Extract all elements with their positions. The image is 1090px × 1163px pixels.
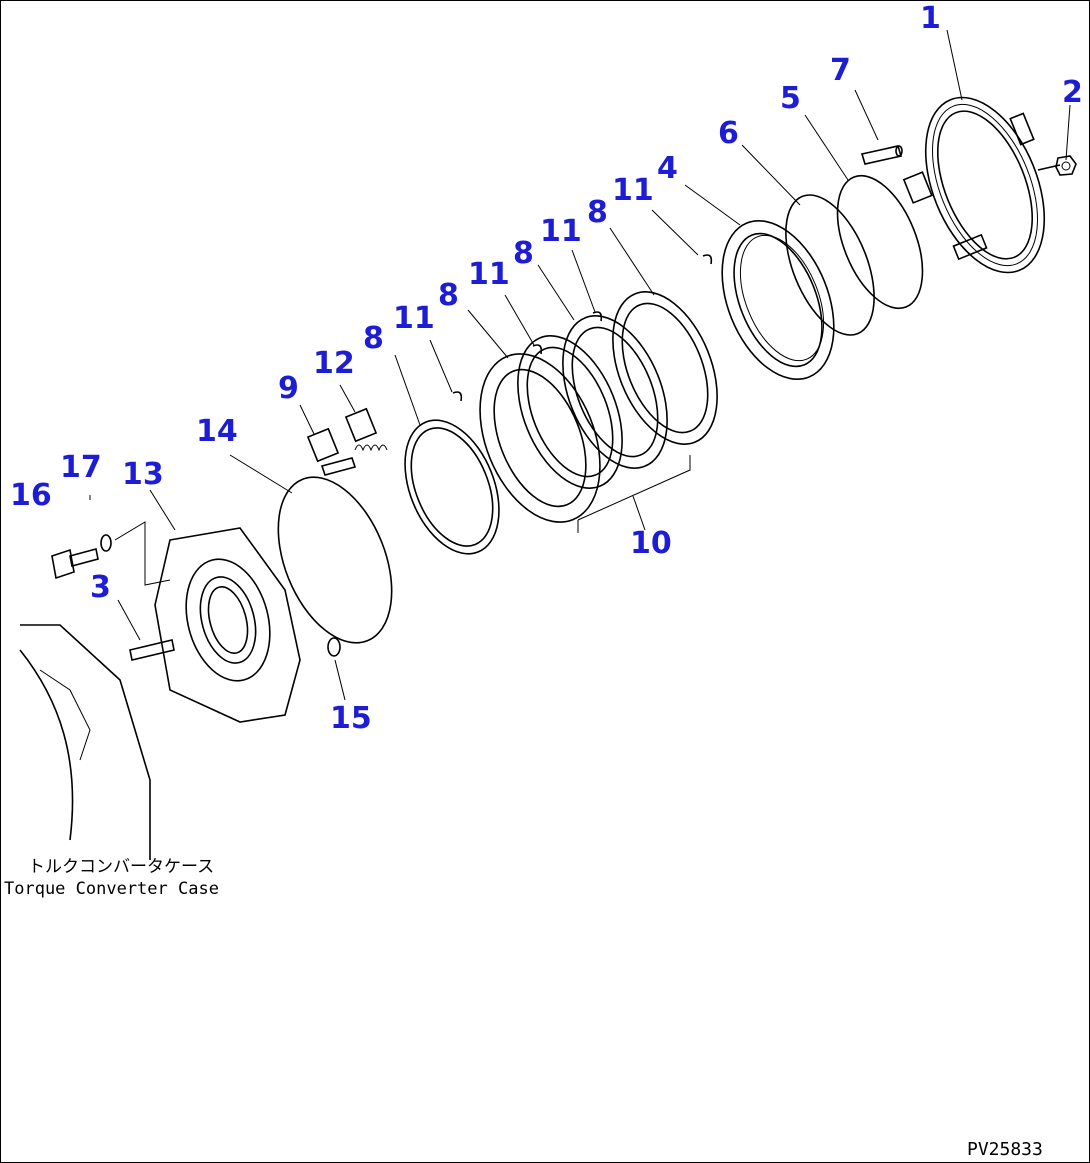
callout-7: 7 <box>830 53 851 88</box>
part-11-clip-a <box>702 254 713 265</box>
part-7-pin <box>860 145 903 165</box>
callout-1: 1 <box>920 1 941 36</box>
callout-5: 5 <box>780 81 801 116</box>
part-11-clip-d <box>452 391 463 402</box>
callout-17: 17 <box>60 450 102 485</box>
part-2-bolt <box>1037 155 1077 176</box>
callout-2: 2 <box>1062 75 1083 110</box>
part-17-washer <box>89 495 171 586</box>
part-12-spring <box>344 407 388 452</box>
callout-10: 10 <box>630 526 672 561</box>
callout-9: 9 <box>278 371 299 406</box>
torque-converter-case-outline <box>19 624 151 860</box>
callout-11-a: 11 <box>612 173 654 208</box>
part-11-clip-c <box>532 344 543 355</box>
callout-4: 4 <box>657 151 678 186</box>
part-1-housing <box>902 96 1046 274</box>
callout-15: 15 <box>330 701 372 736</box>
part-6-ring <box>785 194 875 336</box>
callout-11-c: 11 <box>468 257 510 292</box>
part-3-dowel <box>129 639 175 661</box>
caption-japanese: トルクコンバータケース <box>28 857 214 877</box>
part-11-clip-b <box>592 311 603 322</box>
part-14-oring <box>277 476 393 644</box>
callout-11-d: 11 <box>393 301 435 336</box>
callout-11-b: 11 <box>540 214 582 249</box>
callout-14: 14 <box>196 414 238 449</box>
callout-12: 12 <box>313 346 355 381</box>
callout-3: 3 <box>90 570 111 605</box>
part-9-pin <box>306 427 357 476</box>
callout-16: 16 <box>10 478 52 513</box>
part-5-ring <box>836 174 924 310</box>
part-8-disc <box>404 419 500 555</box>
callout-8-a: 8 <box>587 195 608 230</box>
callout-13: 13 <box>122 457 164 492</box>
part-13-cover <box>154 527 301 723</box>
callout-8-d: 8 <box>363 321 384 356</box>
callout-numbers: 1 2 3 4 5 6 7 8 8 8 8 9 10 11 11 11 11 1… <box>10 1 1083 736</box>
part-15-small-oring <box>327 637 341 657</box>
callout-8-c: 8 <box>438 278 459 313</box>
leader-lines <box>117 29 1071 701</box>
drawing-code: PV25833 <box>967 1139 1043 1160</box>
part-10-plate-stack <box>479 291 718 533</box>
callout-8-b: 8 <box>513 236 534 271</box>
callout-6: 6 <box>718 116 739 151</box>
part-16-bolt <box>51 548 99 580</box>
caption-english: Torque Converter Case <box>4 879 219 899</box>
part-4-plate <box>721 219 835 381</box>
